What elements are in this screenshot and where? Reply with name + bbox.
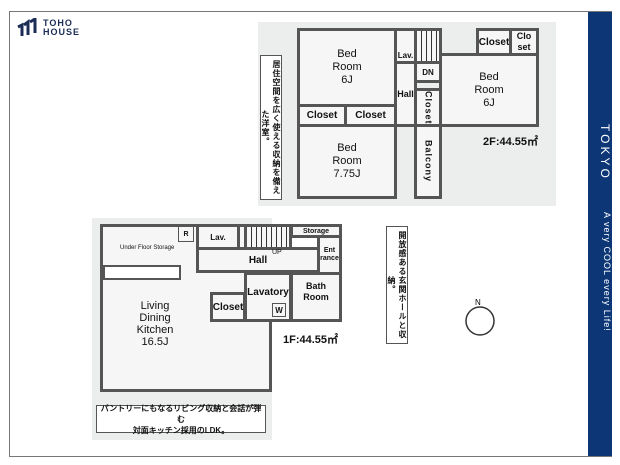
- f2-closet-d: Closet: [476, 28, 512, 56]
- f1-bathroom: Bath Room: [290, 272, 342, 322]
- f2-closet-b: Closet: [344, 104, 397, 127]
- f2-balcony: Balcony: [414, 124, 442, 199]
- f1-area: 1F:44.55㎡: [283, 334, 339, 346]
- f1-entrance: Ent rance: [317, 235, 342, 275]
- sidebar-tagline: A very COOL every Life!: [602, 212, 612, 332]
- f2-note: 居住空間を広く使える収納を備えた洋室。: [260, 55, 282, 200]
- sidebar-title: TOKYO: [598, 124, 612, 181]
- brand-line2: HOUSE: [43, 27, 81, 37]
- f1-note: 開放感ある玄関ホールと収納。: [386, 226, 408, 344]
- f2-area: 2F:44.55㎡: [483, 136, 539, 148]
- f1-up-label: UP: [272, 249, 282, 256]
- f1-lavatory-toilet: Lav.: [196, 224, 240, 250]
- f1-washer: W: [272, 303, 286, 317]
- f1-storage: Storage: [290, 224, 342, 238]
- f2-closet-c: Closet: [414, 88, 442, 127]
- f2-stairs: [414, 28, 442, 64]
- f1-hall: Hall: [196, 247, 320, 273]
- ldk-caption: パントリーにもなるリビング収納と会話が弾む対面キッチン採用のLDK。: [96, 404, 266, 435]
- compass-icon: N: [465, 298, 495, 336]
- f2-dn-label: DN: [414, 61, 442, 83]
- sidebar-band: TOKYO A very COOL every Life!: [588, 12, 612, 456]
- f1-closet: Closet: [210, 292, 246, 322]
- brand-line1: TOHO: [43, 18, 73, 28]
- f2-closet-e: Clo set: [509, 28, 539, 56]
- f1-underfloor-storage: Under Floor Storage: [120, 245, 175, 251]
- f1-kitchen-counter: [103, 265, 181, 280]
- f1-r-box: R: [178, 226, 194, 242]
- compass-n-label: N: [475, 298, 481, 307]
- toho-logo-icon: [17, 18, 37, 36]
